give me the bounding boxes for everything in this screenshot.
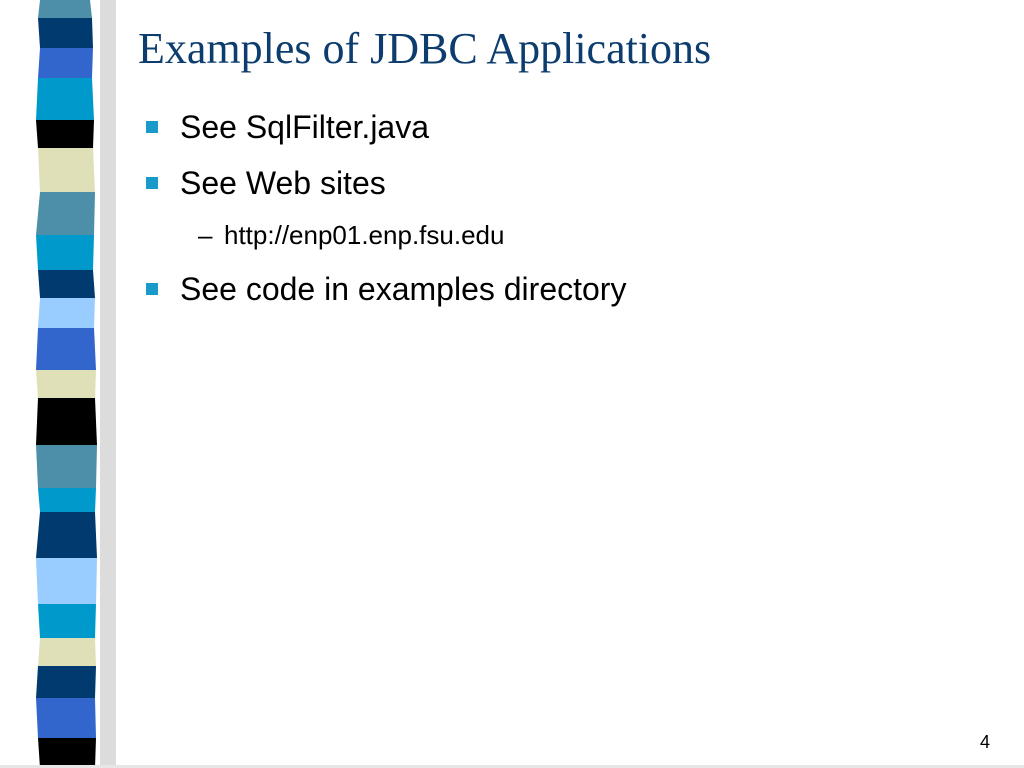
bullet-item: See code in examples directory — [146, 268, 626, 310]
bullet-text: See SqlFilter.java — [180, 109, 430, 145]
bullet-item: See Web sites — [146, 162, 386, 204]
page-number: 4 — [979, 732, 990, 752]
decorative-stripe-band — [0, 0, 130, 768]
square-bullet-icon — [146, 177, 158, 189]
bottom-divider — [0, 765, 1024, 768]
sub-bullet-text: http://enp01.enp.fsu.edu — [224, 220, 505, 250]
bullet-item: See SqlFilter.java — [146, 106, 429, 148]
square-bullet-icon — [146, 283, 158, 295]
dash-marker: – — [198, 220, 213, 250]
square-bullet-icon — [146, 121, 158, 133]
stripe-band-graphic — [0, 0, 130, 768]
slide-title: Examples of JDBC Applications — [138, 24, 712, 73]
bullet-text: See Web sites — [180, 165, 386, 201]
bullet-text: See code in examples directory — [180, 271, 627, 307]
